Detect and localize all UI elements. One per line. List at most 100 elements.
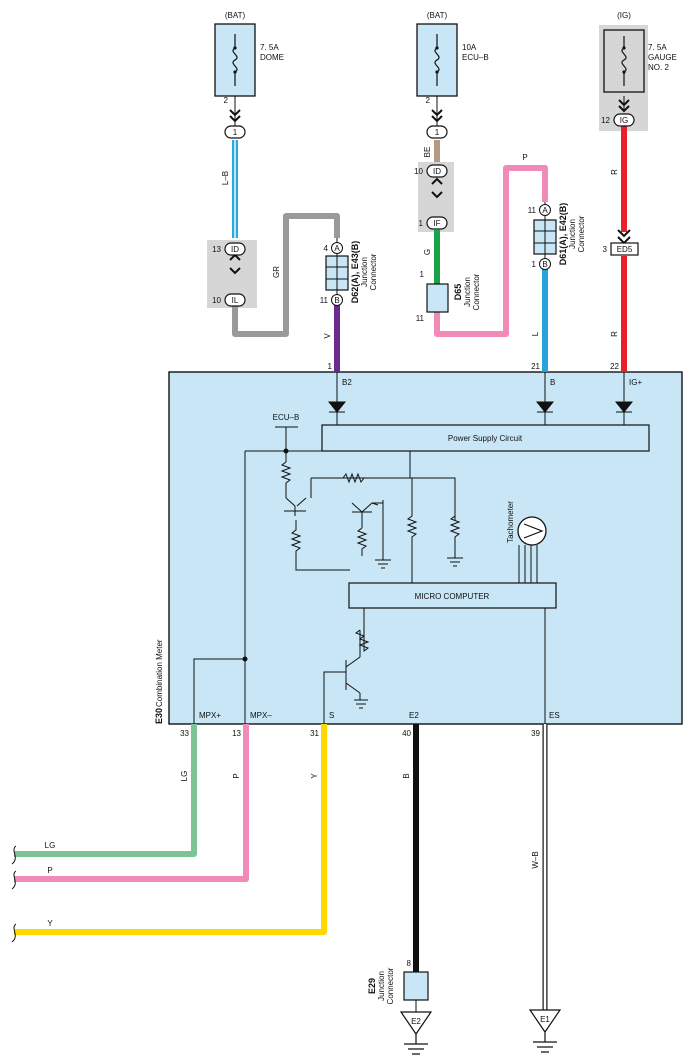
d61-code: D61(A), E42(B) xyxy=(558,203,568,266)
fuse-dome-source: (BAT) xyxy=(225,11,246,20)
label-lg-end: LG xyxy=(45,841,56,850)
d62-a: A xyxy=(334,244,340,253)
label-be: BE xyxy=(423,147,432,158)
label-g: G xyxy=(423,249,432,255)
fuse-ecub-pin: 2 xyxy=(426,96,431,105)
wire-group xyxy=(14,96,627,1012)
term-es-pin: 39 xyxy=(531,729,540,738)
ground-e1-icon xyxy=(528,1009,562,1053)
term-e2-pin: 40 xyxy=(402,729,411,738)
fuse-gauge-source: (IG) xyxy=(617,11,631,20)
conn-ig-label: IG xyxy=(620,116,628,125)
label-lg: LG xyxy=(180,771,189,782)
fuse-dome-pin: 2 xyxy=(224,96,229,105)
d62-code: D62(A), E43(B) xyxy=(350,241,360,304)
term-mpxp-pin: 33 xyxy=(180,729,189,738)
d61-pin-a: 11 xyxy=(528,206,537,215)
d62-line2: Connector xyxy=(369,253,378,290)
label-gr: GR xyxy=(272,266,281,278)
label-b: B xyxy=(402,773,411,778)
fuse-ecub-source: (BAT) xyxy=(427,11,448,20)
fuse-ecub-rating: 10A xyxy=(462,43,477,52)
ground-e2-icon xyxy=(399,1011,433,1055)
label-v: V xyxy=(323,333,332,339)
ground-e2-label: E2 xyxy=(411,1017,421,1026)
wire-y xyxy=(14,724,327,935)
label-r1: R xyxy=(610,169,619,175)
meter-top-pin-ig: 22 xyxy=(610,362,619,371)
e29-code: E29 xyxy=(367,978,377,994)
meter-top-label-b2: B2 xyxy=(342,378,352,387)
d62-pin-a: 4 xyxy=(324,244,329,253)
d61-b: B xyxy=(542,260,547,269)
tachometer-label: Tachometer xyxy=(506,501,515,543)
d62-out-pin: 1 xyxy=(328,362,333,371)
meter-top-label-ig: IG+ xyxy=(629,378,642,387)
conn-id-mid: ID xyxy=(433,167,441,176)
fuse-gauge-name2: NO. 2 xyxy=(648,63,669,72)
fuse-dome-rating: 7. 5A xyxy=(260,43,279,52)
d61-line2: Connector xyxy=(577,215,586,252)
label-p: P xyxy=(232,773,241,778)
conn-il-left: IL xyxy=(232,296,239,305)
micro-computer-label: MICRO COMPUTER xyxy=(415,592,490,601)
conn-il-left-pin: 10 xyxy=(212,296,221,305)
label-p-end: P xyxy=(47,866,52,875)
conn-1-mid: 1 xyxy=(435,128,440,137)
power-supply-label: Power Supply Circuit xyxy=(448,434,523,443)
meter-top-label-b: B xyxy=(550,378,555,387)
fuse-gauge-name1: GAUGE xyxy=(648,53,677,62)
junction-dot xyxy=(283,448,289,454)
power-supply-circuit xyxy=(321,424,650,452)
e29-line1: Junction xyxy=(377,971,386,1001)
conn-ig-pin: 12 xyxy=(601,116,610,125)
fuse-ecub xyxy=(416,23,458,97)
conn-id-left: ID xyxy=(231,245,239,254)
d65-pin-bot: 11 xyxy=(416,314,425,323)
d62-line1: Junction xyxy=(360,257,369,287)
conn-1-left: 1 xyxy=(233,128,238,137)
wire-gr xyxy=(232,213,340,337)
wire-labels: L–B GR BE G P R R V L LG P Y B W–B LG P … xyxy=(45,147,619,928)
ecub-internal-label: ECU–B xyxy=(273,413,300,422)
d65-line2: Connector xyxy=(472,273,481,310)
inline-connectors xyxy=(224,113,635,307)
wire-end-marks xyxy=(11,845,17,943)
wire-p-top xyxy=(434,165,548,337)
junction-connector-d65 xyxy=(426,283,449,313)
fuse-gauge xyxy=(603,29,645,93)
conn-ed5: ED5 xyxy=(617,245,633,254)
d61-pin-b: 1 xyxy=(532,260,537,269)
term-es-label: ES xyxy=(549,711,560,720)
label-y: Y xyxy=(310,773,319,779)
label-r2: R xyxy=(610,331,619,337)
e29-pin: 8 xyxy=(407,959,412,968)
label-l: L xyxy=(531,331,540,336)
d65-code: D65 xyxy=(453,284,463,301)
fuse-dome xyxy=(214,23,256,97)
term-s-label: S xyxy=(329,711,334,720)
label-lb: L–B xyxy=(221,171,230,185)
term-mpxp-label: MPX+ xyxy=(199,711,221,720)
term-mpxm-label: MPX– xyxy=(250,711,272,720)
fuse-dome-name: DOME xyxy=(260,53,284,62)
junction-connector-e29 xyxy=(403,971,429,1001)
conn-if-mid: IF xyxy=(433,219,440,228)
meter-code: E30 xyxy=(154,708,164,724)
conn-ed5-box xyxy=(610,242,639,256)
meter-name: Combination Meter xyxy=(155,639,164,707)
wire-p xyxy=(14,724,249,882)
term-s-pin: 31 xyxy=(310,729,319,738)
d61-a: A xyxy=(542,206,548,215)
ground-e1-label: E1 xyxy=(540,1015,550,1024)
label-p-top: P xyxy=(522,153,527,162)
junction-connector-d62 xyxy=(325,238,349,306)
conn-id-left-pin: 13 xyxy=(212,245,221,254)
label-y-end: Y xyxy=(47,919,53,928)
tachometer-needle xyxy=(523,523,544,539)
term-e2-label: E2 xyxy=(409,711,419,720)
junction-dot-2 xyxy=(242,656,248,662)
conn-id-mid-pin: 10 xyxy=(414,167,423,176)
fuse-ecub-name: ECU–B xyxy=(462,53,489,62)
